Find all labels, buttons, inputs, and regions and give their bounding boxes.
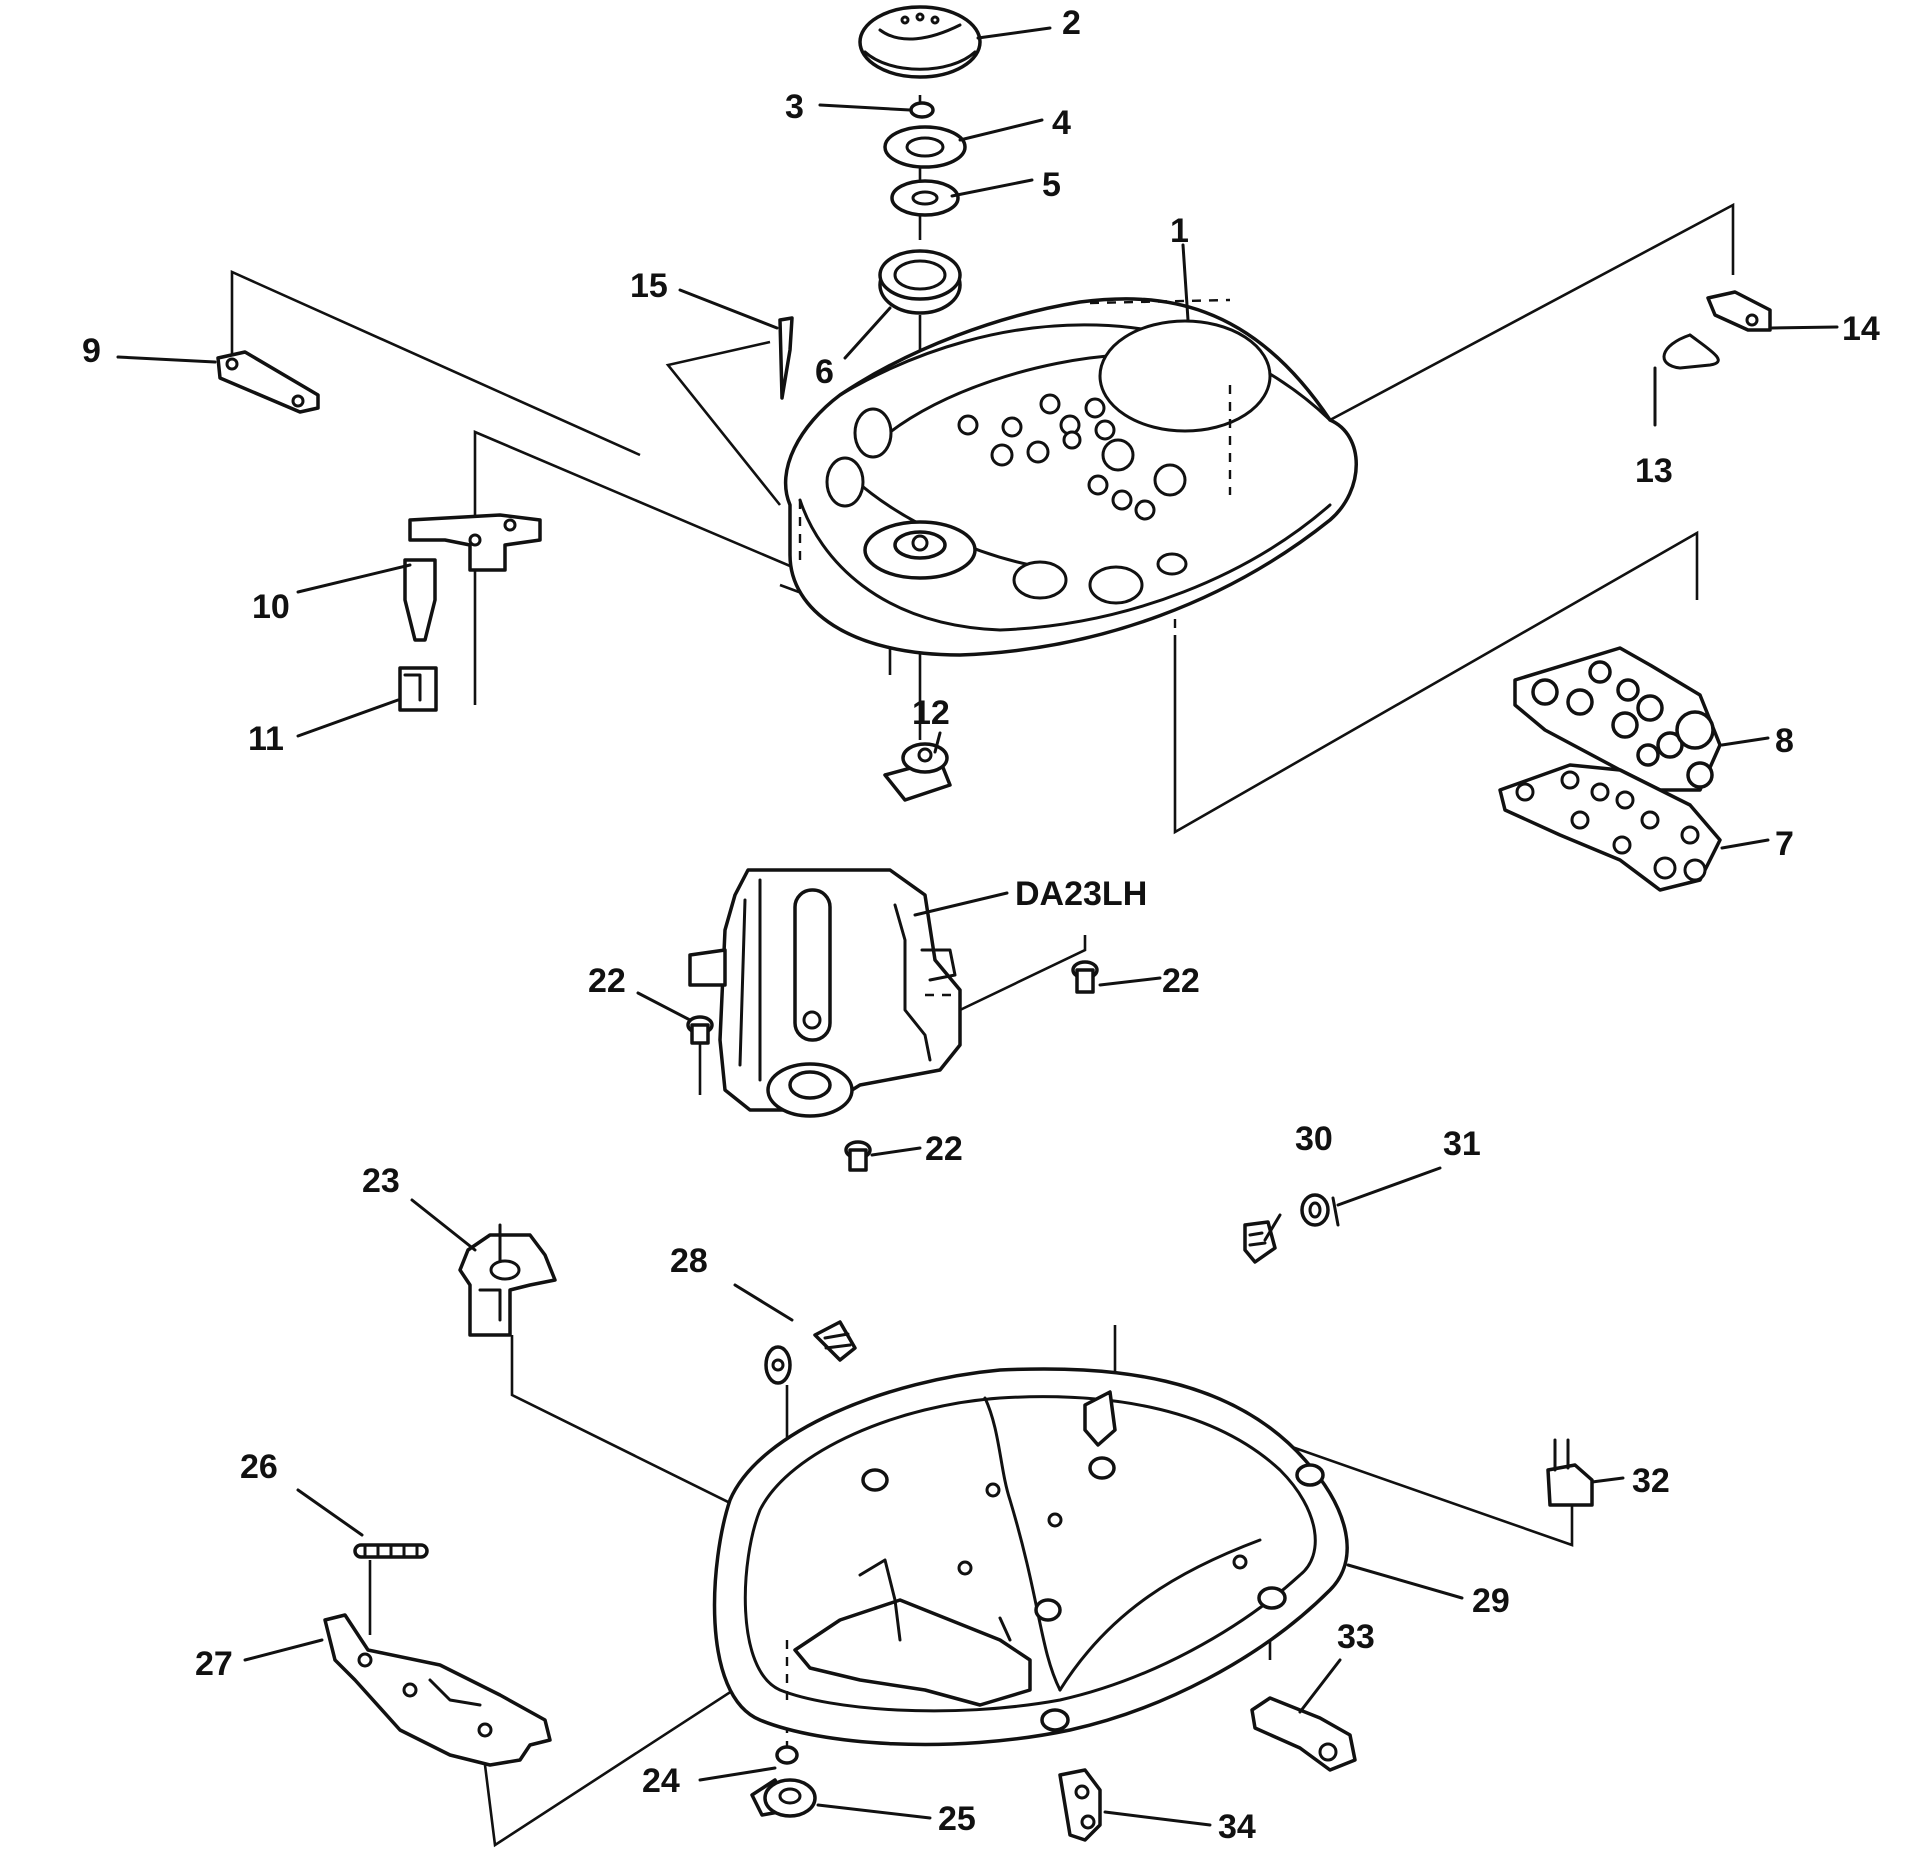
label-part-34: 34 bbox=[1218, 1808, 1256, 1846]
spindle-base-part-12 bbox=[883, 742, 952, 802]
label-part-7: 7 bbox=[1775, 825, 1794, 863]
washer-part-31 bbox=[1300, 1193, 1340, 1227]
label-part-27: 27 bbox=[195, 1645, 233, 1683]
label-part-29: 29 bbox=[1472, 1582, 1510, 1620]
label-part-28: 28 bbox=[670, 1242, 708, 1280]
bracket-part-23 bbox=[458, 1223, 557, 1337]
label-part-22-right: 22 bbox=[1162, 962, 1200, 1000]
label-part-22-left: 22 bbox=[588, 962, 626, 1000]
spring-part-13 bbox=[1662, 333, 1720, 370]
screw-part-28 bbox=[764, 1320, 857, 1385]
label-part-3: 3 bbox=[785, 88, 804, 126]
label-part-6: 6 bbox=[815, 353, 834, 391]
label-part-30: 30 bbox=[1295, 1120, 1333, 1158]
label-part-26: 26 bbox=[240, 1448, 278, 1486]
button-rubber-part-8 bbox=[1513, 646, 1722, 792]
label-part-25: 25 bbox=[938, 1800, 976, 1838]
label-part-33: 33 bbox=[1337, 1618, 1375, 1656]
spindle-spacer-5 bbox=[890, 179, 960, 217]
screw-part-30 bbox=[1243, 1220, 1277, 1264]
label-part-22-bottom: 22 bbox=[925, 1130, 963, 1168]
disc-clamp-knob bbox=[858, 5, 982, 79]
clip-part-14 bbox=[1706, 290, 1772, 332]
label-part-23: 23 bbox=[362, 1162, 400, 1200]
bracket-part-10 bbox=[403, 513, 542, 642]
lever-part-33 bbox=[1250, 1696, 1357, 1772]
screw-22-bottom bbox=[844, 1140, 872, 1172]
label-part-31: 31 bbox=[1443, 1125, 1481, 1163]
spindle-ring-3 bbox=[909, 101, 935, 119]
label-part-5: 5 bbox=[1042, 166, 1061, 204]
label-part-10: 10 bbox=[252, 588, 290, 626]
spindle-holder-6 bbox=[878, 249, 962, 315]
label-part-24: 24 bbox=[642, 1762, 680, 1800]
optical-pickup-da23lh bbox=[688, 868, 962, 1118]
switch-board-part-7 bbox=[1498, 763, 1722, 892]
button-holes bbox=[957, 393, 1187, 521]
label-part-1: 1 bbox=[1170, 212, 1189, 250]
label-part-4: 4 bbox=[1052, 104, 1071, 142]
spring-part-26 bbox=[353, 1543, 429, 1559]
lever-part-27 bbox=[323, 1613, 552, 1767]
label-part-12: 12 bbox=[912, 694, 950, 732]
label-part-32: 32 bbox=[1632, 1462, 1670, 1500]
spindle-washer-4 bbox=[883, 125, 967, 169]
clip-part-11 bbox=[398, 666, 438, 712]
screw-22-right bbox=[1071, 960, 1099, 994]
washer-part-24 bbox=[775, 1745, 799, 1765]
bottom-chassis bbox=[712, 1367, 1349, 1747]
bracket-part-9 bbox=[216, 350, 320, 414]
gear-part-25 bbox=[750, 1778, 817, 1818]
label-part-13: 13 bbox=[1635, 452, 1673, 490]
label-part-2: 2 bbox=[1062, 4, 1081, 42]
leader-lines bbox=[116, 26, 1839, 1827]
clip-part-32 bbox=[1546, 1438, 1594, 1507]
label-part-15: 15 bbox=[630, 267, 668, 305]
label-part-14: 14 bbox=[1842, 310, 1880, 348]
tab-part-15 bbox=[778, 316, 794, 400]
label-part-9: 9 bbox=[82, 332, 101, 370]
part-number-labels: 2 3 4 5 1 15 6 9 14 13 10 11 12 8 7 DA23… bbox=[82, 4, 1880, 1846]
plate-part-34 bbox=[1058, 1768, 1102, 1842]
top-cabinet bbox=[783, 297, 1358, 657]
label-part-8: 8 bbox=[1775, 722, 1794, 760]
screw-22-left bbox=[686, 1015, 714, 1045]
label-part-11: 11 bbox=[248, 720, 284, 758]
label-pickup-da23lh: DA23LH bbox=[1015, 875, 1147, 913]
